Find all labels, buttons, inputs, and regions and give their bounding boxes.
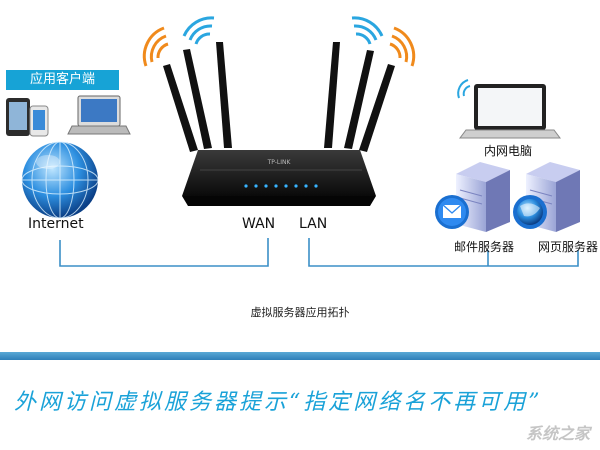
internet-wan-link (59, 238, 269, 267)
connection-lines (59, 238, 579, 267)
bottom-banner (0, 360, 600, 450)
mail-server-icon (435, 162, 510, 232)
wan-label: WAN (242, 216, 276, 232)
client-devices-icon (6, 95, 131, 137)
diagram-caption: 虚拟服务器应用拓扑 (250, 306, 350, 319)
router-brand: TP-LINK (267, 159, 292, 166)
lan-servers-link (308, 238, 579, 267)
laptop-icon (459, 84, 561, 139)
web-server-icon (513, 162, 580, 232)
lan-label: LAN (299, 216, 328, 232)
router-antennas (163, 42, 395, 152)
router-icon: TP-LINK (182, 150, 376, 206)
globe-icon (21, 141, 99, 219)
laptop-wifi-icon (457, 79, 471, 99)
mail-server-label: 邮件服务器 (454, 240, 515, 254)
client-app-badge: 应用客户端 (6, 70, 119, 90)
wifi-signal-right-icon (351, 16, 416, 67)
watermark-logo: 系统之家 (525, 424, 590, 443)
laptop-label: 内网电脑 (484, 144, 533, 158)
wifi-signal-left-icon (142, 16, 215, 67)
web-server-label: 网页服务器 (538, 240, 599, 254)
internet-label: Internet (28, 216, 84, 232)
banner-title: 外网访问虚拟服务器提示“指定网络名不再可用” (14, 390, 543, 415)
divider-bar (0, 352, 600, 360)
